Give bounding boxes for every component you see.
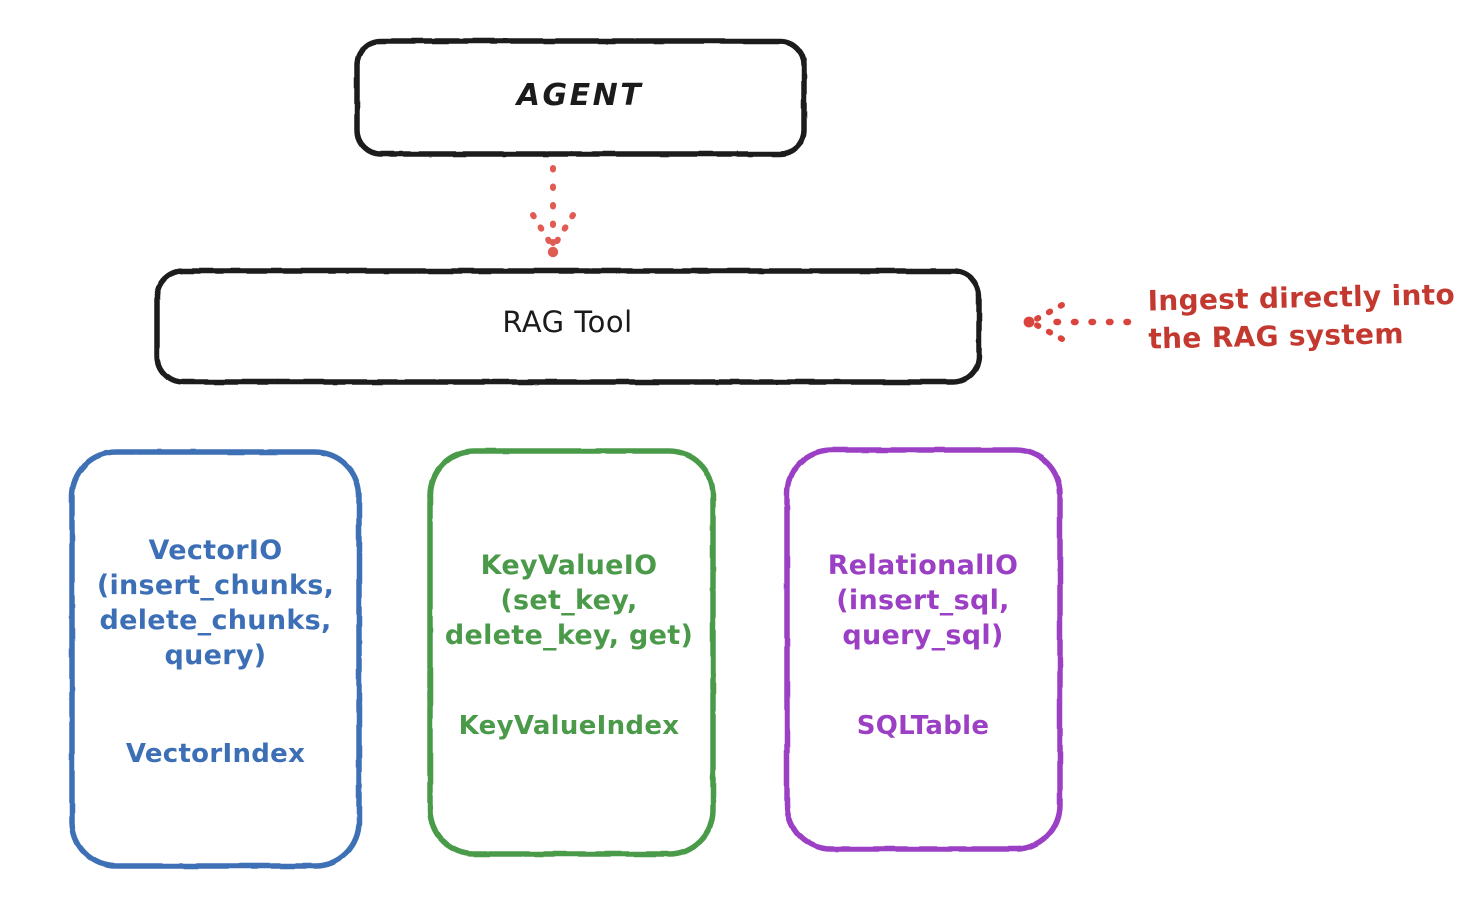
relationalio-interface-label: RelationalIO (insert_sql, query_sql)	[827, 550, 1019, 652]
ingest-arrow	[1023, 302, 1132, 342]
keyvalueio-interface-label: KeyValueIO (set_key, delete_key, get)	[444, 550, 694, 652]
keyvalueio-node-box[interactable]	[427, 448, 716, 857]
rag-tool-node-box[interactable]	[154, 268, 982, 385]
keyvalueindex-label: KeyValueIndex	[458, 711, 680, 741]
agent-to-rag-arrow	[530, 165, 576, 258]
sqltable-label: SQLTable	[856, 711, 990, 741]
ingest-annotation-label: Ingest directly into the RAG system	[1147, 278, 1456, 356]
vectorio-node-box[interactable]	[69, 449, 362, 869]
relationalio-node-box[interactable]	[784, 447, 1063, 852]
vectorindex-label: VectorIndex	[125, 739, 306, 769]
vectorio-interface-label: VectorIO (insert_chunks, delete_chunks, …	[96, 535, 335, 672]
agent-node-box[interactable]	[354, 38, 807, 157]
